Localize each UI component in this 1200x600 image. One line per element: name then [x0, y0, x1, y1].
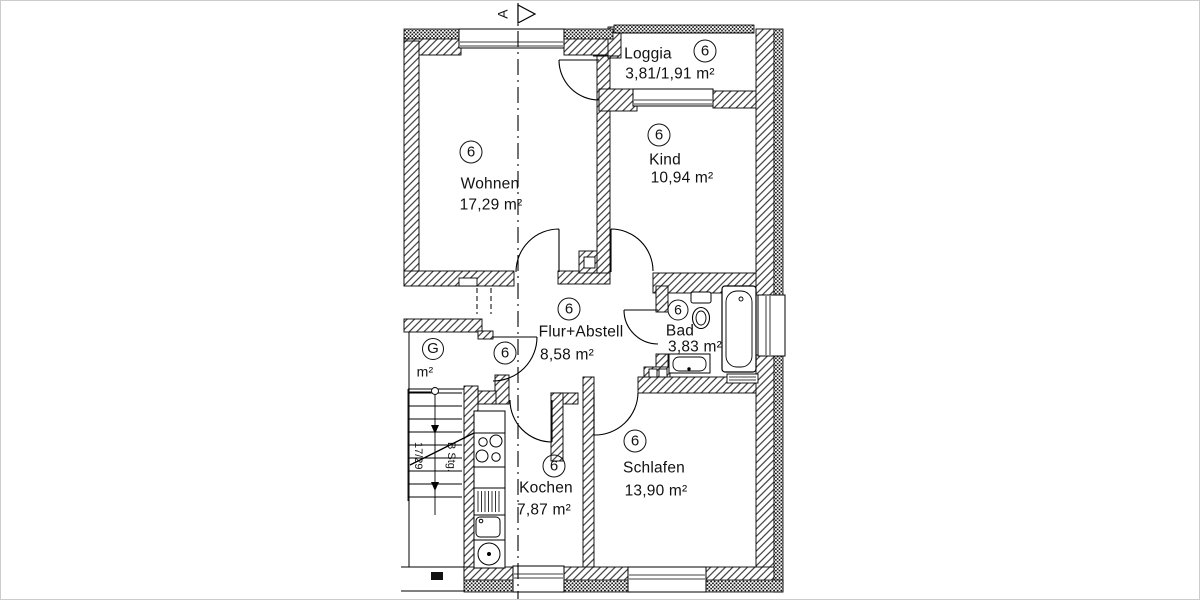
stove-burner-icon — [475, 449, 489, 463]
room-area-kochen: 7,87 m² — [517, 501, 571, 519]
kitchen-fixtures — [473, 410, 506, 569]
stove-burner-icon — [491, 452, 501, 462]
window-frames — [460, 41, 771, 580]
room-name-flur: Flur+Abstell — [538, 323, 624, 341]
door-wohnen — [515, 228, 560, 273]
door-entrance — [492, 336, 538, 382]
drain-icon — [738, 296, 744, 302]
landing-dashed-opening — [476, 288, 492, 314]
neighbor-area-suffix: m² — [416, 363, 434, 380]
windows — [458, 28, 786, 593]
unit-badge-entrance: 6 — [493, 341, 517, 365]
door-schlafen — [593, 392, 639, 436]
stairs-annotation-line1: B Stg. — [445, 442, 457, 472]
room-area-wohnen: 17,29 m² — [459, 196, 523, 214]
room-name-wohnen: Wohnen — [460, 175, 520, 193]
wall-stub — [431, 572, 443, 580]
stair-arrow-icon — [431, 425, 439, 434]
section-line — [517, 3, 537, 599]
walls — [403, 26, 775, 582]
sink-drainboard — [477, 491, 500, 512]
unit-badge-loggia: 6 — [693, 39, 717, 63]
unit-badge-flur: 6 — [557, 297, 581, 321]
section-arrow-icon — [517, 4, 537, 24]
stove-burner-icon — [489, 434, 503, 448]
radiator — [726, 373, 759, 384]
thin-lines — [401, 32, 754, 592]
unit-badge-kochen: 6 — [542, 454, 566, 478]
door-bad — [623, 309, 659, 345]
room-area-bad: 3,83 m² — [668, 338, 722, 356]
tap-icon — [478, 518, 484, 524]
room-area-schlafen: 13,90 m² — [624, 482, 688, 500]
room-name-loggia: Loggia — [624, 45, 672, 63]
exterior-texture — [403, 24, 784, 593]
stairs-annotation-line2: 17/29 — [412, 442, 424, 470]
door-loggia — [558, 59, 600, 101]
room-name-bad: Bad — [665, 322, 695, 340]
tap-icon — [687, 367, 691, 371]
unit-badge-neighbor: G — [422, 338, 444, 360]
door-kind — [610, 228, 654, 272]
toilet-cistern — [690, 291, 712, 304]
room-name-kochen: Kochen — [519, 479, 573, 497]
room-area-flur: 8,58 m² — [540, 346, 594, 364]
staircase — [407, 387, 479, 515]
unit-badge-kind: 6 — [647, 123, 671, 147]
room-area-kind: 10,94 m² — [650, 169, 714, 187]
stair-arrow-icon — [431, 482, 439, 491]
doors — [492, 59, 659, 443]
unit-badge-wohnen: 6 — [459, 140, 483, 164]
door-kochen — [509, 399, 553, 443]
unit-badge-bad: 6 — [667, 299, 689, 321]
shaft-boxes — [458, 256, 668, 378]
stove-burner-icon — [478, 437, 488, 447]
room-name-schlafen: Schlafen — [623, 459, 685, 477]
stairs-annotation: B Stg. 17/29 — [390, 442, 478, 472]
room-name-kind: Kind — [649, 151, 681, 169]
section-marker-letter: A — [494, 9, 511, 19]
bathroom-fixtures — [668, 285, 759, 384]
unit-badge-schlafen: 6 — [623, 429, 647, 453]
room-area-loggia: 3,81/1,91 m² — [625, 65, 715, 83]
